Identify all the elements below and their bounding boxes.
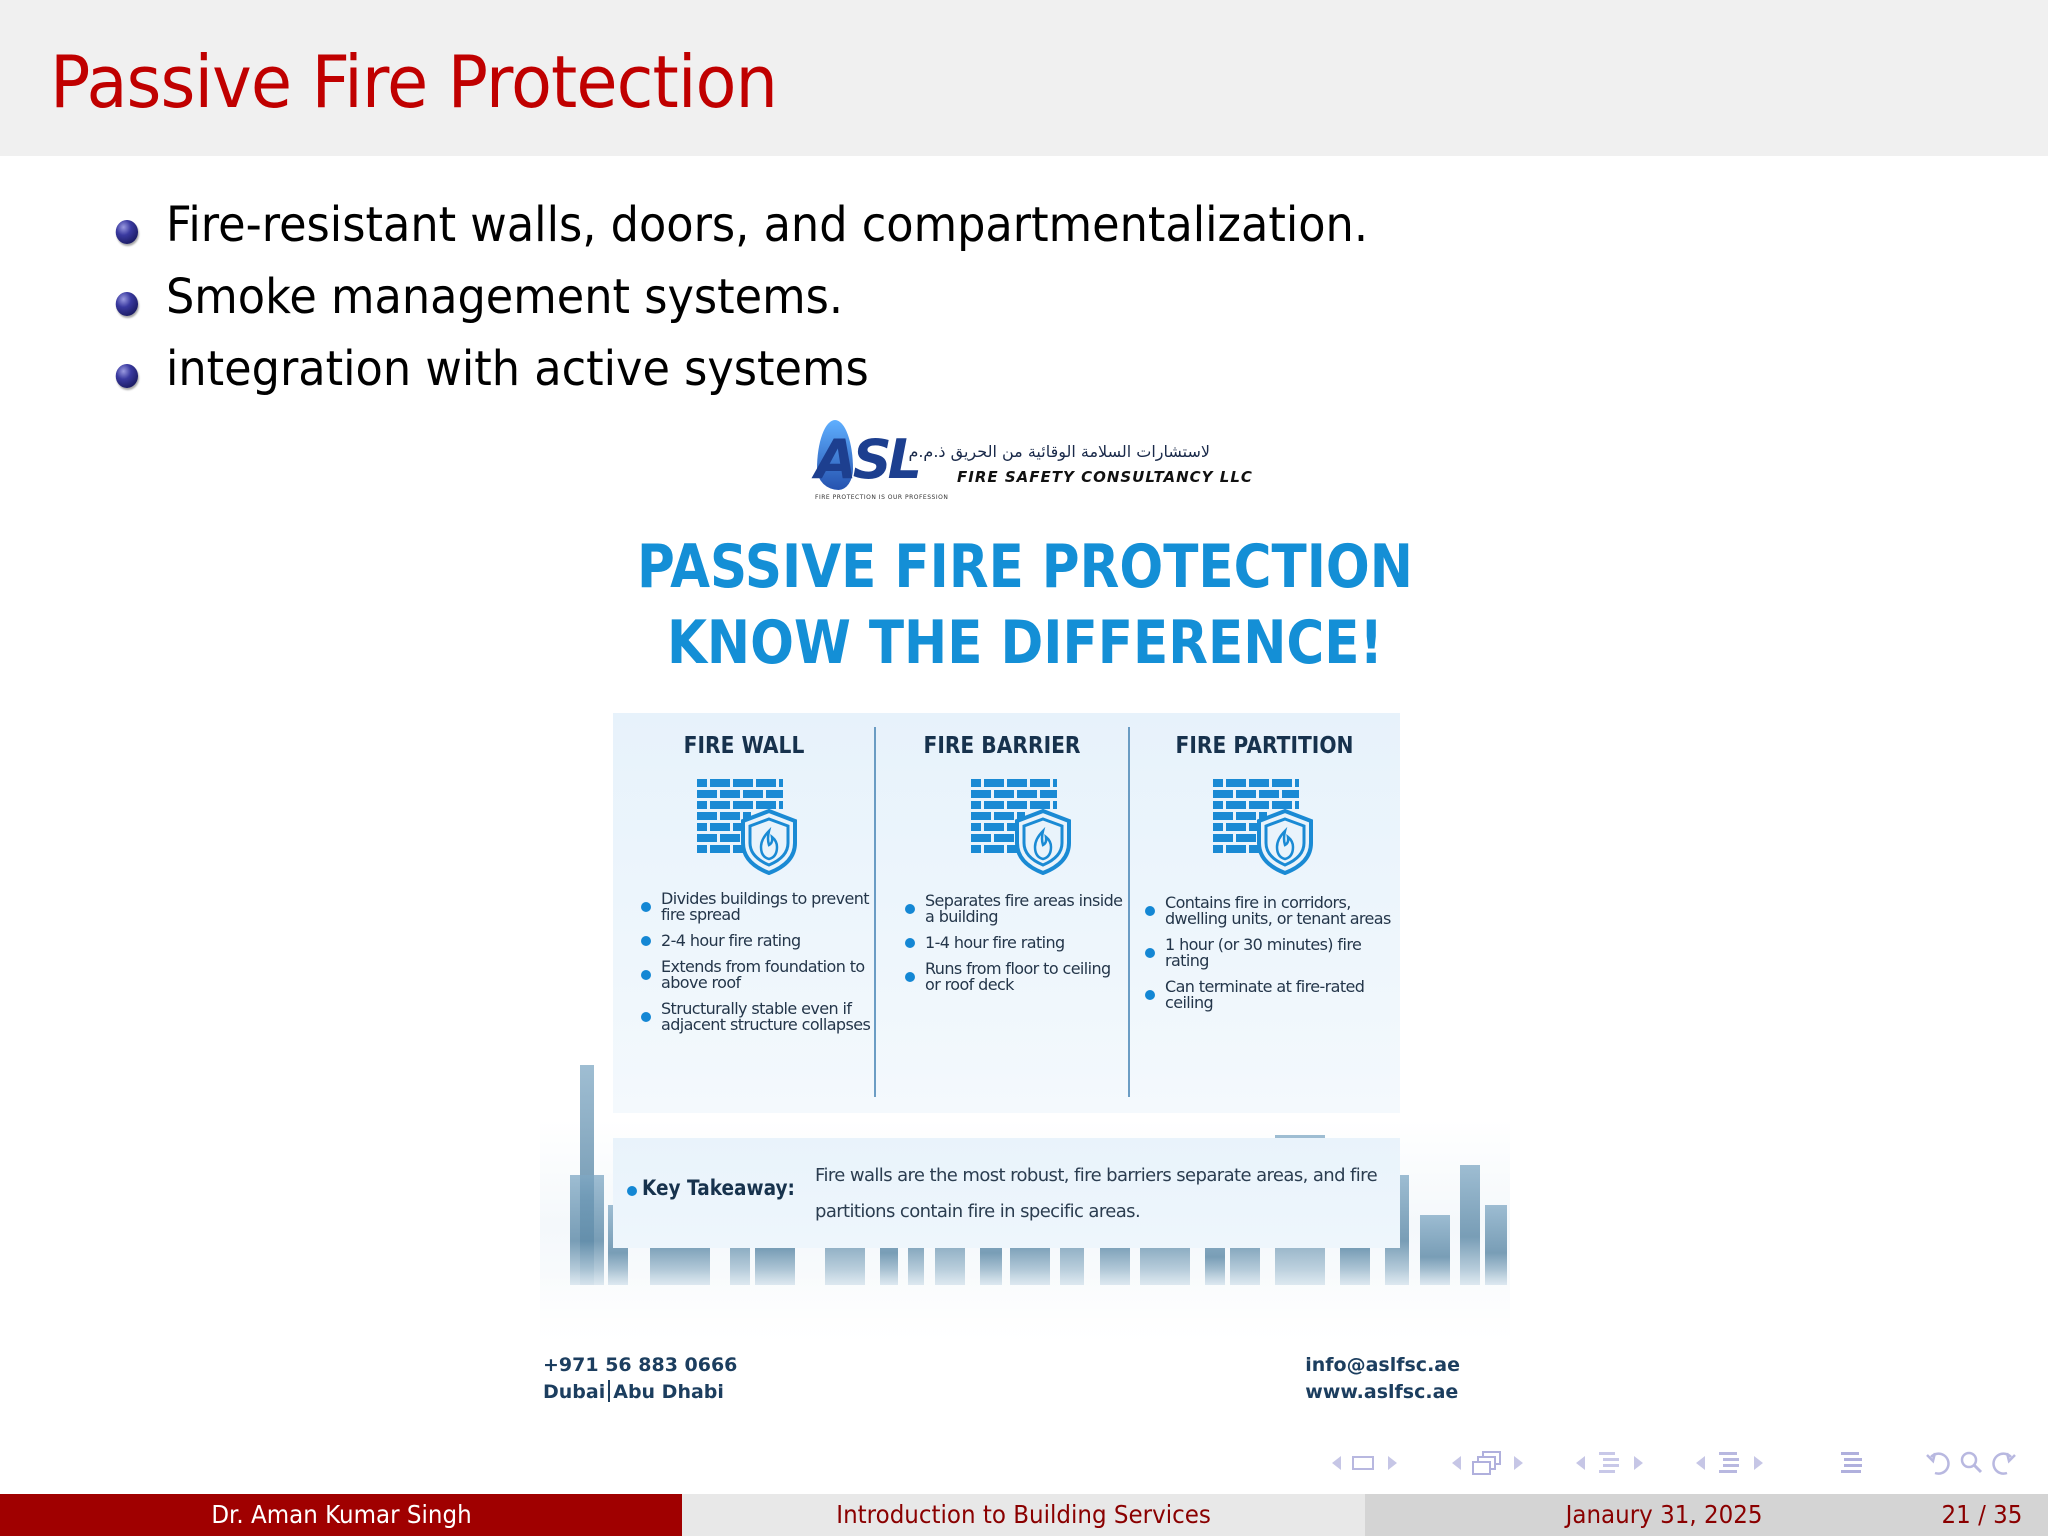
page-number: 21 / 35 xyxy=(1941,1500,2023,1529)
footer-date: Janaury 31, 2025 xyxy=(1565,1500,1763,1529)
fire-partition-column: FIRE PARTITION Contains fire in corridor… xyxy=(1129,713,1400,1113)
toc-icon[interactable] xyxy=(1838,1448,1864,1478)
list-item: Structurally stable even if adjacent str… xyxy=(641,1001,881,1033)
list-item: 1 hour (or 30 minutes) fire rating xyxy=(1145,937,1400,969)
nav-next-presentation-icon[interactable] xyxy=(1750,1448,1766,1478)
bullet-dot-icon xyxy=(641,1012,651,1022)
list-item: 2-4 hour fire rating xyxy=(641,933,881,949)
fire-partition-points: Contains fire in corridors, dwelling uni… xyxy=(1145,895,1400,1021)
back-icon[interactable] xyxy=(1924,1448,1954,1478)
contact-web-block: info@aslfsc.ae www.aslfsc.ae xyxy=(1305,1352,1460,1406)
frame-title-bar: Passive Fire Protection xyxy=(0,0,2048,156)
infographic-subheadline: KNOW THE DIFFERENCE! xyxy=(666,608,1384,678)
bullet-dot-icon xyxy=(905,972,915,982)
column-divider xyxy=(1128,727,1130,1097)
column-divider xyxy=(874,727,876,1097)
bullet-dot-icon xyxy=(905,938,915,948)
footer-date-page: Janaury 31, 2025 21 / 35 xyxy=(1365,1494,2048,1536)
flame-logo-icon xyxy=(817,420,853,490)
logo-mark: ASL xyxy=(815,428,922,491)
brick-wall-shield-flame-icon xyxy=(971,779,1071,875)
presentation-icon[interactable] xyxy=(1716,1448,1742,1478)
company-logo: ASL FIRE PROTECTION IS OUR PROFESSION لا… xyxy=(815,420,1252,508)
nav-prev-section-icon[interactable] xyxy=(1572,1448,1588,1478)
fire-wall-column: FIRE WALL Divides buildings to prevent f… xyxy=(613,713,875,1113)
search-icon[interactable] xyxy=(1958,1448,1984,1478)
nav-next-subsection-icon[interactable] xyxy=(1510,1448,1526,1478)
key-takeaway-label: Key Takeaway: xyxy=(642,1176,795,1200)
infographic-headline: PASSIVE FIRE PROTECTION xyxy=(637,532,1413,602)
bullet-dot-icon xyxy=(905,904,915,914)
subsection-icon[interactable] xyxy=(1470,1448,1504,1478)
brick-wall-shield-flame-icon xyxy=(1213,779,1313,875)
bullet-ball-icon xyxy=(115,364,139,388)
key-takeaway-text: Fire walls are the most robust, fire bar… xyxy=(815,1165,1378,1222)
slide-title: Passive Fire Protection xyxy=(50,40,778,124)
building-shape xyxy=(1485,1205,1507,1285)
bullet-item: integration with active systems xyxy=(112,339,1368,411)
nav-prev-subsection-icon[interactable] xyxy=(1448,1448,1464,1478)
bullet-item: Smoke management systems. xyxy=(112,267,1368,339)
fire-barrier-points: Separates fire areas inside a building 1… xyxy=(905,893,1125,1003)
skyline-fade xyxy=(540,1270,1510,1380)
brick-wall-shield-flame-icon xyxy=(697,779,797,875)
bullet-dot-icon xyxy=(627,1186,637,1196)
nav-next-section-icon[interactable] xyxy=(1630,1448,1646,1478)
list-item: Can terminate at fire-rated ceiling xyxy=(1145,979,1400,1011)
list-item: Runs from floor to ceiling or roof deck xyxy=(905,961,1125,993)
list-item: Separates fire areas inside a building xyxy=(905,893,1125,925)
nav-prev-frame-icon[interactable] xyxy=(1328,1448,1344,1478)
beamer-navigation-bar xyxy=(1324,1448,2044,1478)
building-shape xyxy=(1460,1165,1480,1285)
fire-wall-points: Divides buildings to prevent fire spread… xyxy=(641,891,881,1043)
list-item: Extends from foundation to above roof xyxy=(641,959,881,991)
bullet-text: Fire-resistant walls, doors, and compart… xyxy=(165,197,1369,253)
separator xyxy=(608,1380,611,1402)
bullet-list: Fire-resistant walls, doors, and compart… xyxy=(112,195,1463,411)
column-title: FIRE PARTITION xyxy=(1175,733,1354,759)
logo-arabic-name: لاستشارات السلامة الوقائية من الحريق ذ.م… xyxy=(908,442,1210,461)
bullet-dot-icon xyxy=(641,902,651,912)
bullet-text: integration with active systems xyxy=(165,341,869,397)
comparison-panel: FIRE WALL Divides buildings to prevent f… xyxy=(613,713,1400,1113)
website: www.aslfsc.ae xyxy=(1305,1381,1459,1403)
column-title: FIRE BARRIER xyxy=(923,733,1081,759)
key-takeaway-box: Key Takeaway: Fire walls are the most ro… xyxy=(613,1138,1400,1248)
bullet-item: Fire-resistant walls, doors, and compart… xyxy=(112,195,1368,267)
section-icon[interactable] xyxy=(1596,1448,1622,1478)
column-title: FIRE WALL xyxy=(683,733,805,759)
nav-prev-presentation-icon[interactable] xyxy=(1692,1448,1708,1478)
logo-company-name: FIRE SAFETY CONSULTANCY LLC xyxy=(957,468,1253,486)
footer-course-title: Introduction to Building Services xyxy=(682,1494,1365,1536)
list-item: 1-4 hour fire rating xyxy=(905,935,1125,951)
list-item: Contains fire in corridors, dwelling uni… xyxy=(1145,895,1400,927)
building-shape xyxy=(570,1175,604,1285)
footer-author: Dr. Aman Kumar Singh xyxy=(0,1494,682,1536)
fire-barrier-column: FIRE BARRIER Separates fire areas inside… xyxy=(875,713,1129,1113)
bullet-dot-icon xyxy=(641,936,651,946)
bullet-ball-icon xyxy=(115,292,139,316)
bullet-dot-icon xyxy=(1145,906,1155,916)
bullet-dot-icon xyxy=(1145,990,1155,1000)
frame-icon[interactable] xyxy=(1350,1448,1376,1478)
logo-tagline: FIRE PROTECTION IS OUR PROFESSION xyxy=(815,494,949,501)
passive-fire-protection-infographic: ASL FIRE PROTECTION IS OUR PROFESSION لا… xyxy=(540,420,1510,1410)
nav-next-frame-icon[interactable] xyxy=(1384,1448,1400,1478)
email: info@aslfsc.ae xyxy=(1305,1354,1460,1376)
footline: Dr. Aman Kumar Singh Introduction to Bui… xyxy=(0,1494,2048,1536)
bullet-dot-icon xyxy=(641,970,651,980)
forward-icon[interactable] xyxy=(1988,1448,2018,1478)
phone-number: +971 56 883 0666 xyxy=(543,1354,738,1376)
bullet-ball-icon xyxy=(115,220,139,244)
bullet-dot-icon xyxy=(1145,948,1155,958)
bullet-text: Smoke management systems. xyxy=(165,269,844,325)
list-item: Divides buildings to prevent fire spread xyxy=(641,891,881,923)
